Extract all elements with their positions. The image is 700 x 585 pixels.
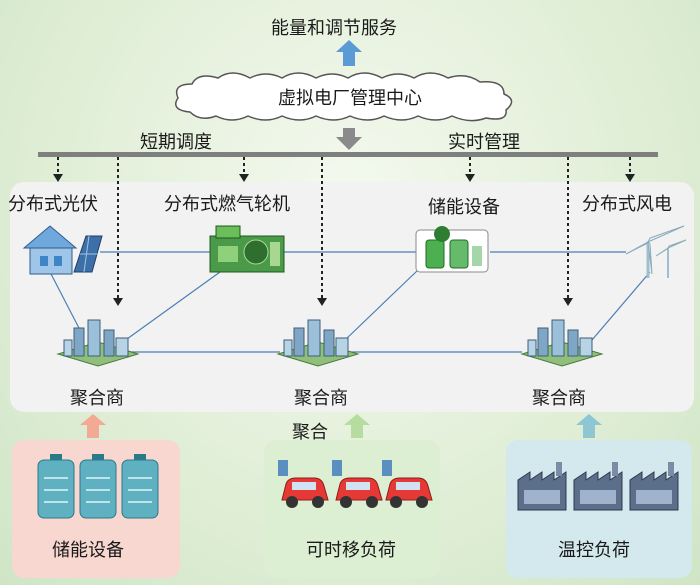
- aggregate-label: 聚合: [292, 422, 328, 443]
- battery-pack-icon: [37, 454, 159, 519]
- aggregator-city-icon: [520, 319, 604, 367]
- management-center-label: 虚拟电厂管理中心: [278, 88, 422, 109]
- shiftable-load-box: [264, 440, 440, 578]
- management-center-cloud: [175, 72, 513, 122]
- up-arrow-icon: [344, 414, 370, 438]
- up-arrow-icon: [336, 40, 362, 66]
- aggregator-city-icon: [276, 319, 360, 367]
- solar-house-icon: [22, 225, 103, 275]
- generator-label-pv: 分布式光伏: [8, 194, 98, 215]
- resource-label-storage: 储能设备: [52, 540, 124, 561]
- top-service-label: 能量和调节服务: [271, 18, 397, 39]
- dispatch-bus: [38, 152, 658, 157]
- wind-turbine-icon: [625, 225, 687, 278]
- electric-vehicle-icon: [278, 460, 433, 508]
- generator-label-wind: 分布式风电: [582, 194, 672, 215]
- resource-label-shiftable: 可时移负荷: [306, 540, 396, 561]
- gas-turbine-icon: [209, 225, 285, 273]
- generator-label-storage: 储能设备: [428, 197, 500, 218]
- generator-label-gas: 分布式燃气轮机: [164, 194, 290, 215]
- short-term-dispatch-label: 短期调度: [140, 132, 212, 153]
- real-time-management-label: 实时管理: [448, 132, 520, 153]
- vpp-network-panel: [10, 182, 694, 412]
- up-arrow-icon: [80, 414, 106, 438]
- down-arrow-icon: [336, 128, 362, 150]
- aggregator-label: 聚合商: [294, 388, 348, 409]
- resource-label-thermal: 温控负荷: [558, 540, 630, 561]
- aggregator-city-icon: [56, 319, 140, 367]
- aggregator-label: 聚合商: [532, 388, 586, 409]
- factory-icon: [517, 462, 679, 511]
- up-arrow-icon: [576, 414, 602, 438]
- storage-device-icon: [415, 226, 489, 273]
- aggregator-label: 聚合商: [70, 388, 124, 409]
